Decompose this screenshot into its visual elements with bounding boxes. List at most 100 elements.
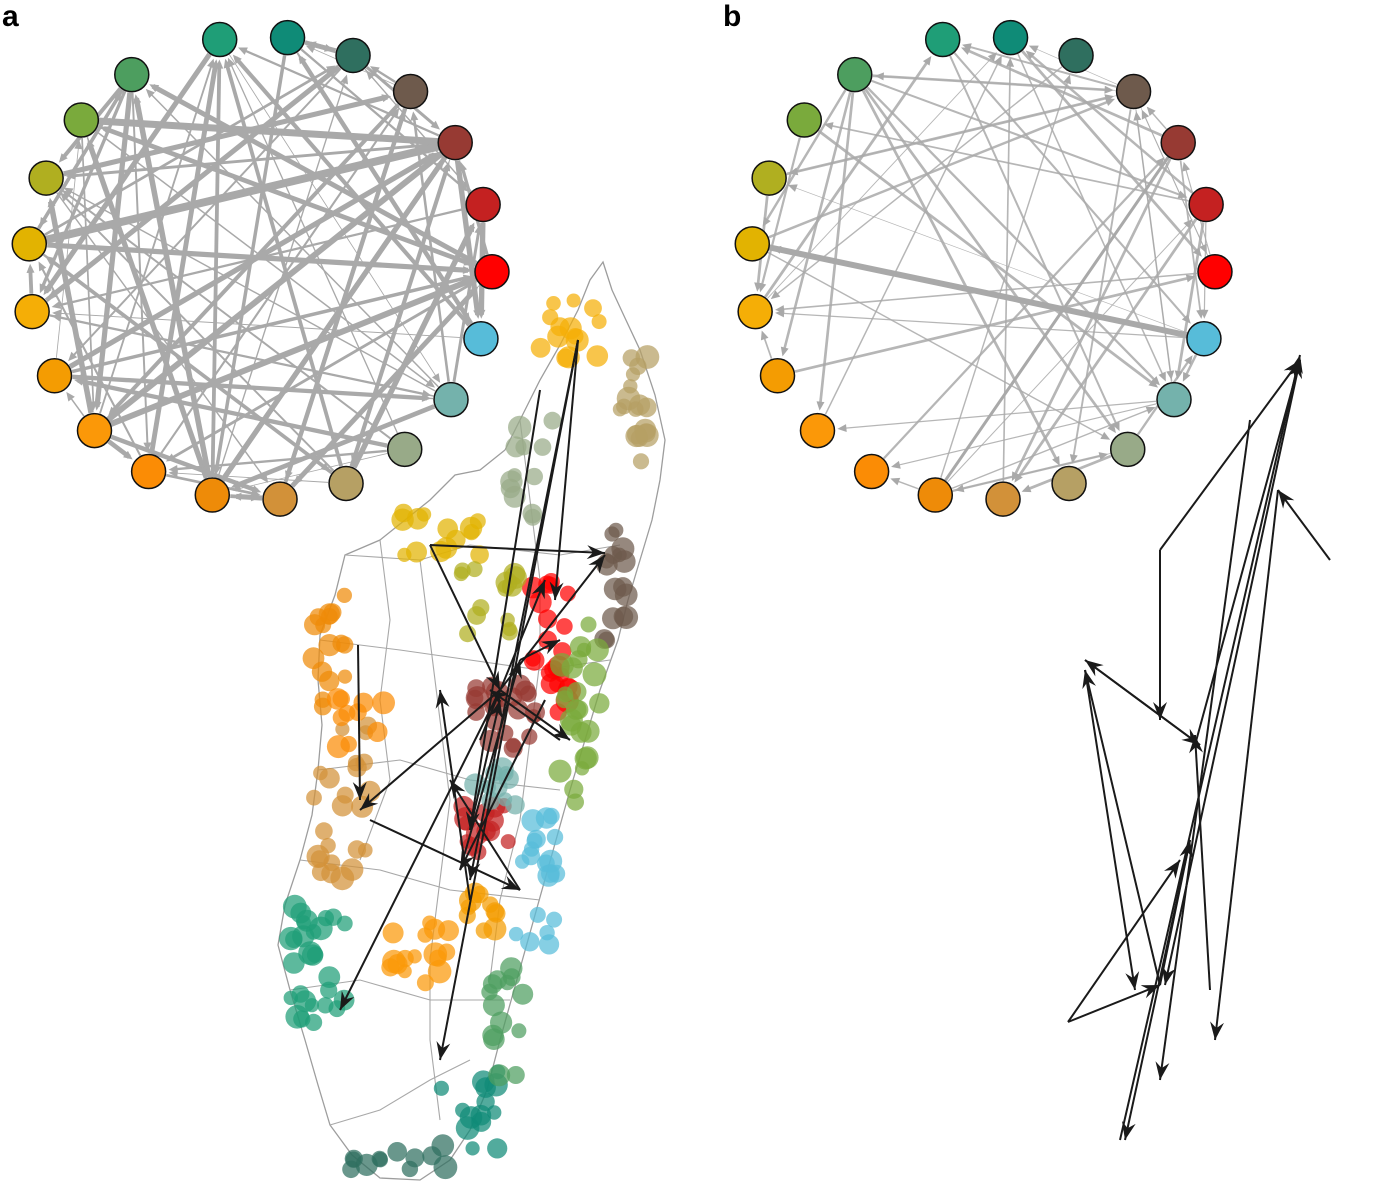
network-edge-arrowhead [775,309,785,318]
network-node-4 [1160,124,1196,161]
migration-arrow [469,389,541,831]
location-dot [542,309,559,326]
network-edge [872,74,1110,92]
location-dot [470,545,489,564]
network-edge-arrowhead [469,286,479,296]
location-dot [427,959,452,984]
location-dot [367,721,388,743]
location-dot [569,650,588,669]
network-edge [871,79,1184,198]
location-dot [591,314,607,330]
location-dot [358,842,373,858]
location-dot [301,944,324,966]
location-dot [306,844,330,869]
location-dot [520,685,537,703]
migration-arrowhead [531,580,545,600]
network-edge-arrowhead [1158,371,1166,382]
network-edge [861,89,1060,463]
location-dot [585,638,609,662]
network-node-6 [474,254,510,290]
network-edge [952,453,1105,492]
network-edge-arrowhead [232,54,242,65]
network-edge [110,434,259,493]
network-node-8 [1156,381,1192,418]
network-edge-arrowhead [366,70,376,80]
network-edge-arrowhead [430,120,440,130]
location-dot [530,337,551,358]
network-node-5 [465,186,501,223]
network-edge [43,52,212,294]
network-edge [229,54,439,380]
migration-arrowhead [1278,490,1295,509]
network-edge [818,92,855,407]
network-edge [368,73,472,192]
network-edge [56,192,267,481]
network-edge-arrowhead [1182,371,1191,382]
location-dot [283,990,298,1006]
network-edge [1135,115,1173,382]
network-edge [235,453,388,490]
network-node-9 [386,431,423,468]
network-edge [133,97,212,478]
location-dot [336,786,354,804]
network-edge-heavy [934,141,1180,496]
network-edge-arrowhead [474,224,483,234]
migration-arrowhead [1125,971,1140,990]
location-dot [500,470,523,493]
migration-arrow [554,339,579,601]
network-edge [49,314,428,396]
network-edge-arrowhead [74,377,84,386]
location-dot [466,689,484,707]
network-node-12 [917,477,954,513]
network-edge [62,194,335,472]
migration-arrowhead [1153,702,1167,720]
migration-arrowhead [1210,1021,1225,1040]
network-edge [81,137,95,407]
location-dot [396,949,414,968]
location-dot [557,686,574,703]
network-edge-arrowhead [442,161,451,172]
network-node-14 [799,412,836,449]
madagascar-map [277,260,666,1181]
network-edge [283,113,406,483]
network-edge [351,224,476,469]
migration-arrow [1159,359,1301,551]
network-edge-heavy [92,140,458,433]
location-dot [454,562,471,579]
network-node-20 [114,56,150,93]
network-edge-arrowhead [760,330,769,341]
network-edge-arrowhead [1098,452,1109,460]
migration-arrows [1067,354,1331,1141]
network-edge [40,89,124,225]
network-edge [55,143,80,358]
location-dot [387,1142,408,1162]
migration-arrow [1194,359,1301,746]
migration-arrow [1067,984,1161,1023]
location-dot [580,616,597,633]
network-edge-arrowhead [987,52,997,62]
location-dot [506,1066,525,1084]
network-edge-arrowhead [1025,50,1036,60]
network-edge-arrowhead [207,58,215,69]
network-edge-arrowhead [1141,109,1150,120]
network-edge-arrowhead [890,477,901,486]
location-dot [446,529,466,550]
network-edge-arrowhead [425,378,436,388]
network-node-11 [262,481,298,517]
network-node-2 [1058,37,1094,74]
location-dot [525,702,545,723]
location-dot [576,746,599,769]
migration-arrow [459,659,521,871]
network-edge-arrowhead [1069,454,1078,464]
location-dot [566,293,581,308]
network-edge-arrowhead [43,285,52,296]
panel-b: b [699,0,1397,1200]
network-edge [77,378,388,448]
location-dot [279,926,303,951]
network-node-12 [194,477,231,513]
location-dot [406,541,427,563]
location-dot [317,997,334,1014]
network-edge [767,251,1108,439]
location-dot [438,920,459,942]
network-node-10 [1051,465,1087,502]
